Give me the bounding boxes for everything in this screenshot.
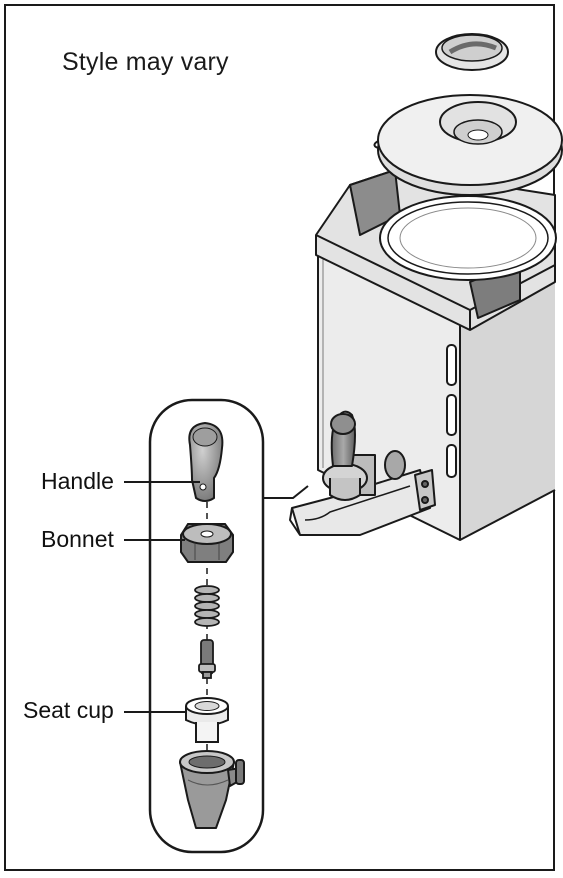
installed-faucet [289, 410, 436, 536]
bonnet-part [180, 523, 234, 563]
leader-lines [124, 481, 200, 713]
lid [373, 94, 563, 196]
seat-cup-callout: Seat cup [23, 697, 114, 723]
bonnet-callout: Bonnet [41, 526, 114, 552]
handle-callout: Handle [41, 468, 114, 494]
detail-connector [262, 485, 309, 499]
seat-cup-part [185, 697, 229, 743]
spring-part [194, 585, 220, 627]
style-note: Style may vary [62, 48, 229, 76]
faucet-body-part [179, 750, 245, 829]
lid-plug [435, 33, 509, 71]
top-collar [315, 169, 557, 331]
stem-part [198, 639, 216, 679]
